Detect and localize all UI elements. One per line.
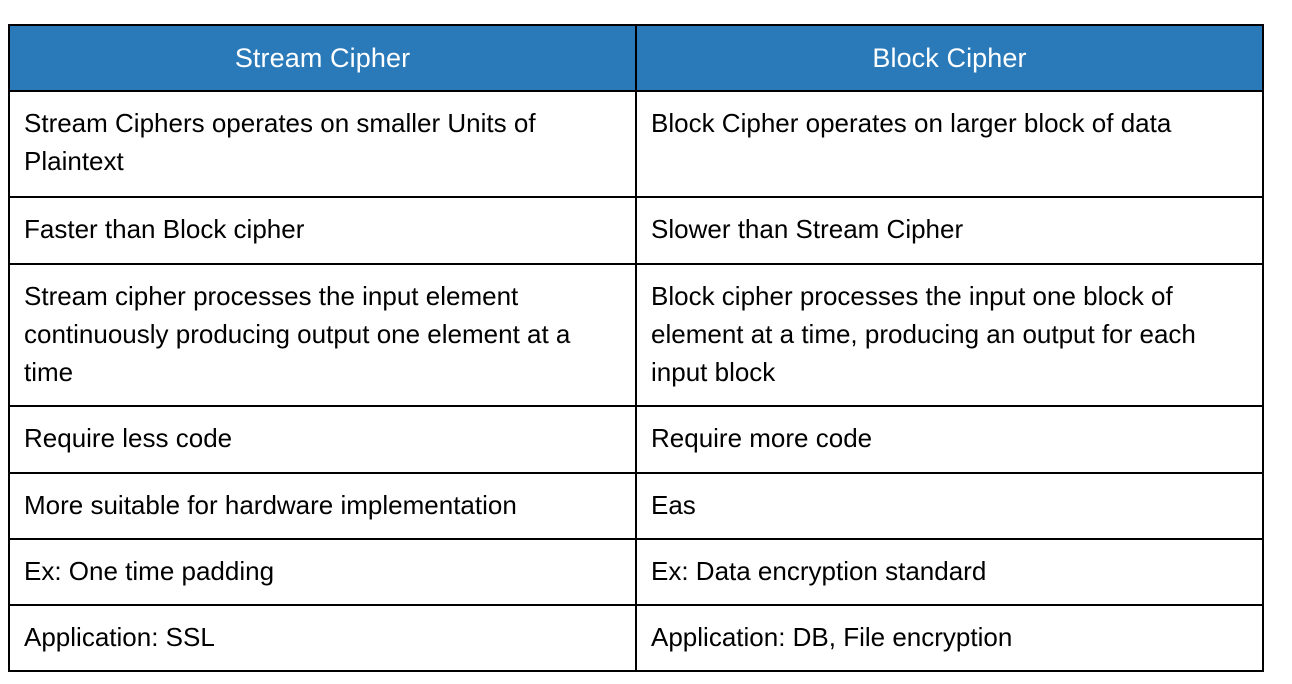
cell-block-cipher: Require more code: [635, 405, 1264, 474]
cell-block-cipher: Block cipher processes the input one blo…: [635, 263, 1264, 407]
cell-text: Faster than Block cipher: [24, 214, 305, 244]
table-row: Ex: One time padding Ex: Data encryption…: [8, 538, 1264, 606]
cell-stream-cipher: Ex: One time padding: [8, 538, 637, 606]
cell-text: Ex: One time padding: [24, 556, 275, 586]
cell-text: Stream Ciphers operates on smaller Units…: [24, 108, 536, 176]
cell-text: Application: DB, File encryption: [651, 622, 1013, 652]
cell-text: Slower than Stream Cipher: [651, 214, 964, 244]
cell-block-cipher: Ex: Data encryption standard: [635, 538, 1264, 606]
cell-text: Block Cipher operates on larger block of…: [651, 108, 1172, 138]
cell-text: Stream cipher processes the input elemen…: [24, 281, 571, 387]
column-header-stream-cipher: Stream Cipher: [8, 24, 637, 92]
cell-text: Eas: [651, 490, 696, 520]
table-header: Stream Cipher Block Cipher: [8, 24, 1264, 92]
cell-stream-cipher: Stream cipher processes the input elemen…: [8, 263, 637, 407]
cell-stream-cipher: Faster than Block cipher: [8, 196, 637, 265]
table-row: Faster than Block cipher Slower than Str…: [8, 196, 1264, 265]
table-row: More suitable for hardware implementatio…: [8, 472, 1264, 540]
table-body: Stream Ciphers operates on smaller Units…: [8, 90, 1264, 672]
cell-stream-cipher: Application: SSL: [8, 604, 637, 672]
table-row: Stream Ciphers operates on smaller Units…: [8, 90, 1264, 198]
cell-stream-cipher: More suitable for hardware implementatio…: [8, 472, 637, 540]
cell-block-cipher: Eas: [635, 472, 1264, 540]
table-row: Stream cipher processes the input elemen…: [8, 263, 1264, 407]
cell-text: Block cipher processes the input one blo…: [651, 281, 1196, 387]
cell-block-cipher: Block Cipher operates on larger block of…: [635, 90, 1264, 198]
cell-block-cipher: Slower than Stream Cipher: [635, 196, 1264, 265]
column-header-block-cipher: Block Cipher: [635, 24, 1264, 92]
cipher-comparison-table: Stream Cipher Block Cipher Stream Cipher…: [8, 24, 1264, 672]
cell-text: More suitable for hardware implementatio…: [24, 490, 517, 520]
table-header-row: Stream Cipher Block Cipher: [8, 24, 1264, 92]
cell-stream-cipher: Require less code: [8, 405, 637, 474]
table-row: Require less code Require more code: [8, 405, 1264, 474]
table-row: Application: SSL Application: DB, File e…: [8, 604, 1264, 672]
cell-text: Require more code: [651, 423, 873, 453]
cell-text: Application: SSL: [24, 622, 215, 652]
cell-text: Require less code: [24, 423, 233, 453]
cell-stream-cipher: Stream Ciphers operates on smaller Units…: [8, 90, 637, 198]
cell-text: Ex: Data encryption standard: [651, 556, 987, 586]
cell-block-cipher: Application: DB, File encryption: [635, 604, 1264, 672]
